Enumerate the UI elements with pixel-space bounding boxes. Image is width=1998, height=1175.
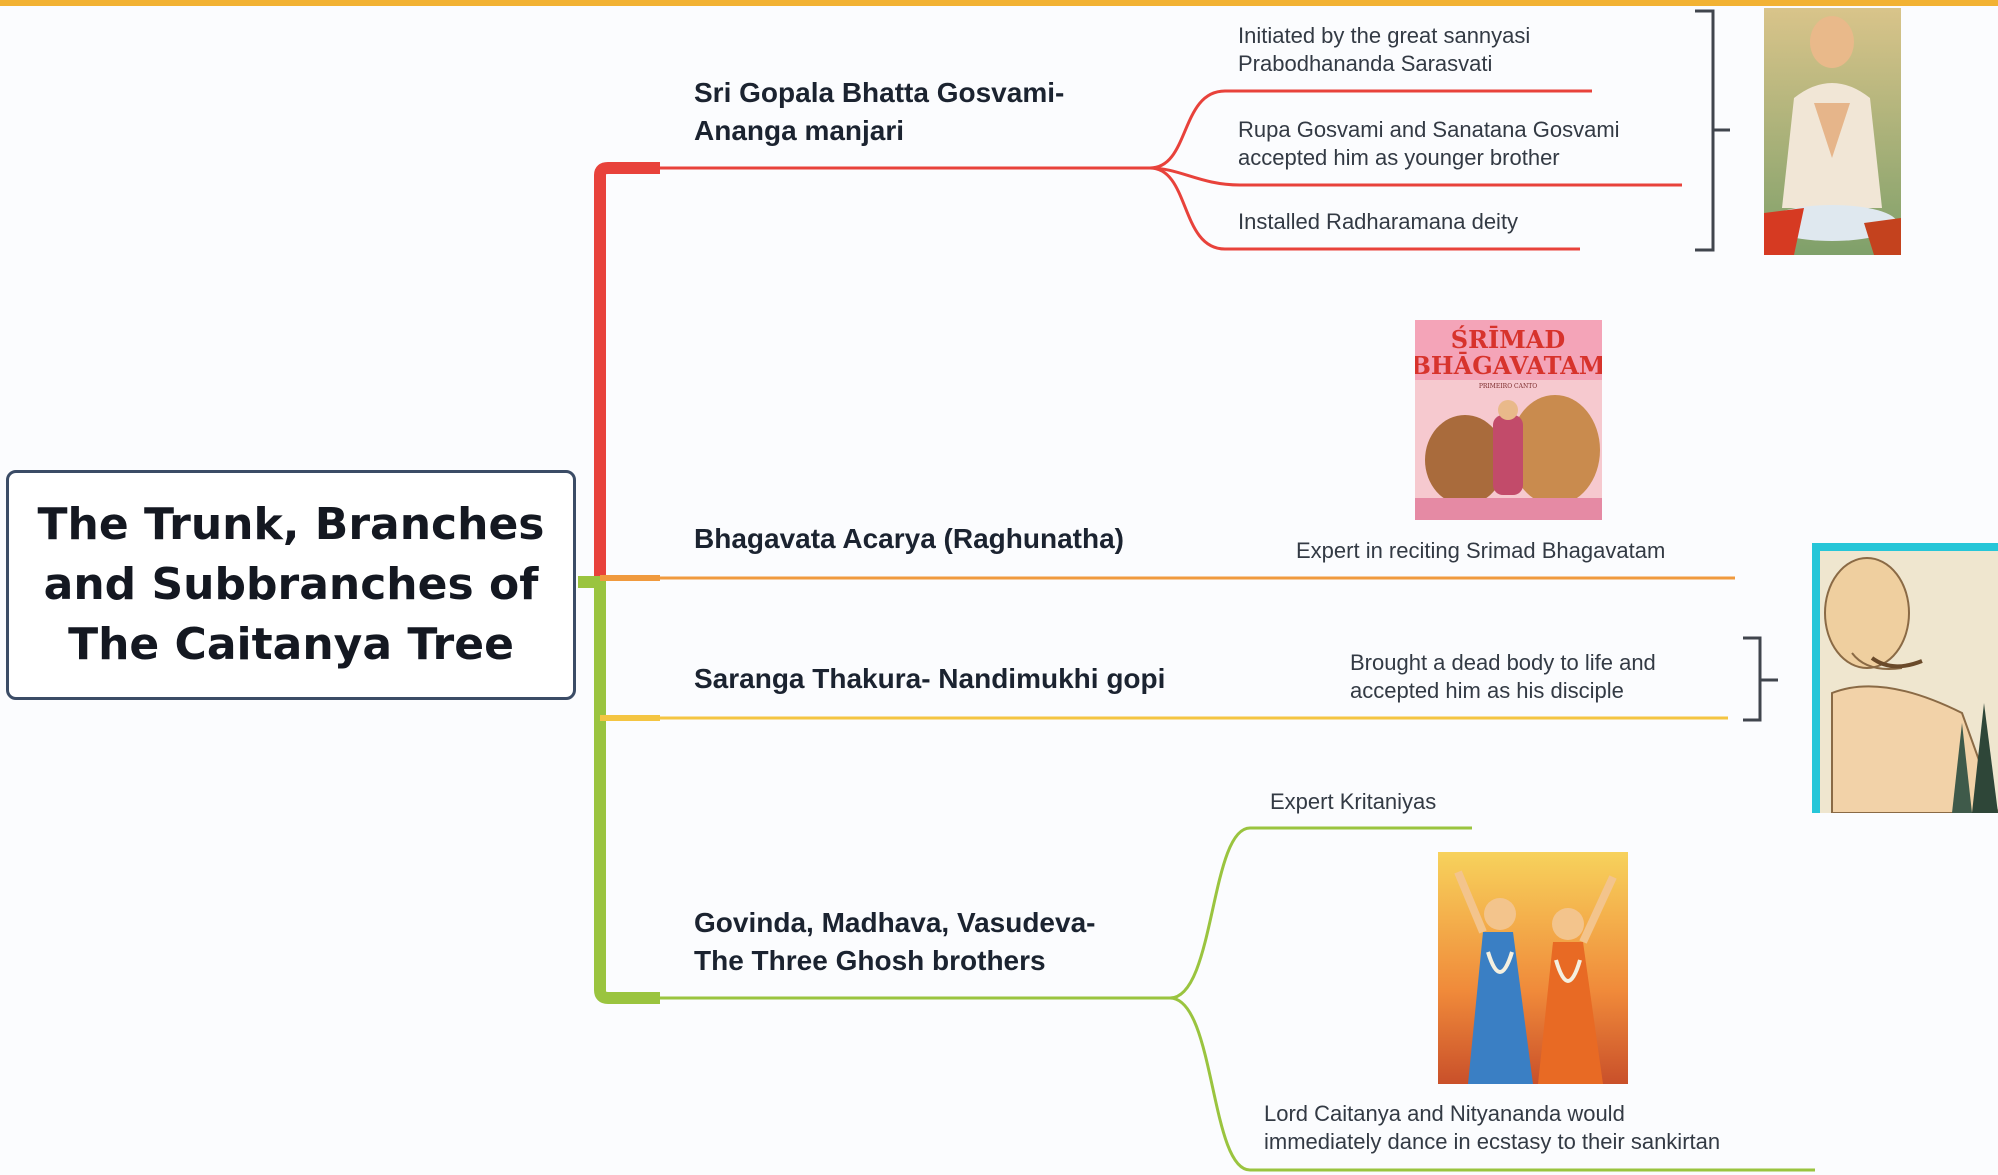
gopala-sub3-line — [1149, 166, 1580, 251]
gopala-subtopic-3[interactable]: Installed Radharamana deity — [1238, 209, 1519, 234]
cover-subtitle: PRIMEIRO CANTO — [1479, 383, 1537, 390]
central-topic-text: The Trunk, Branches and Subbranches of T… — [37, 499, 545, 670]
ghosh-sub1-line — [1169, 826, 1472, 1000]
branch-gopala-title[interactable]: Sri Gopala Bhatta Gosvami- Ananga manjar… — [694, 77, 1065, 146]
gopala-sub1-line — [1149, 89, 1592, 170]
trunk-line-upper — [594, 162, 660, 580]
saranga-thakura-sketch-image[interactable] — [1812, 543, 1998, 813]
cover-title-line1: ŚRĪMAD — [1451, 325, 1566, 354]
gopala-subtopic-2[interactable]: Rupa Gosvami and Sanatana Gosvami accept… — [1238, 117, 1620, 170]
gopala-bracket — [1695, 9, 1730, 252]
central-topic-box[interactable]: The Trunk, Branches and Subbranches of T… — [6, 470, 576, 700]
trunk-line-lower — [594, 580, 660, 1004]
branch-bhagavata-title[interactable]: Bhagavata Acarya (Raghunatha) — [694, 523, 1124, 554]
ghosh-subtopic-1[interactable]: Expert Kritaniyas — [1270, 789, 1437, 814]
cover-title-line2: BHĀGAVATAM — [1415, 351, 1602, 380]
ghosh-sub2-line — [1169, 996, 1815, 1172]
saranga-subtopic-1[interactable]: Brought a dead body to life and accepted… — [1350, 650, 1656, 703]
gopala-subtopic-1[interactable]: Initiated by the great sannyasi Prabodha… — [1238, 23, 1531, 76]
bhagavata-subtopic-1[interactable]: Expert in reciting Srimad Bhagavatam — [1296, 538, 1666, 563]
branch-ghosh-title[interactable]: Govinda, Madhava, Vasudeva- The Three Gh… — [694, 907, 1096, 976]
gopala-portrait-image[interactable] — [1764, 8, 1901, 255]
top-accent-bar — [0, 0, 1998, 6]
ghosh-subtopic-2[interactable]: Lord Caitanya and Nityananda would immed… — [1264, 1101, 1721, 1154]
saranga-bracket — [1743, 636, 1778, 722]
srimad-bhagavatam-cover-image[interactable]: ŚRĪMAD BHĀGAVATAM PRIMEIRO CANTO — [1415, 320, 1602, 520]
branch-saranga-title[interactable]: Saranga Thakura- Nandimukhi gopi — [694, 663, 1166, 694]
caitanya-nityananda-painting-image[interactable] — [1438, 852, 1628, 1084]
